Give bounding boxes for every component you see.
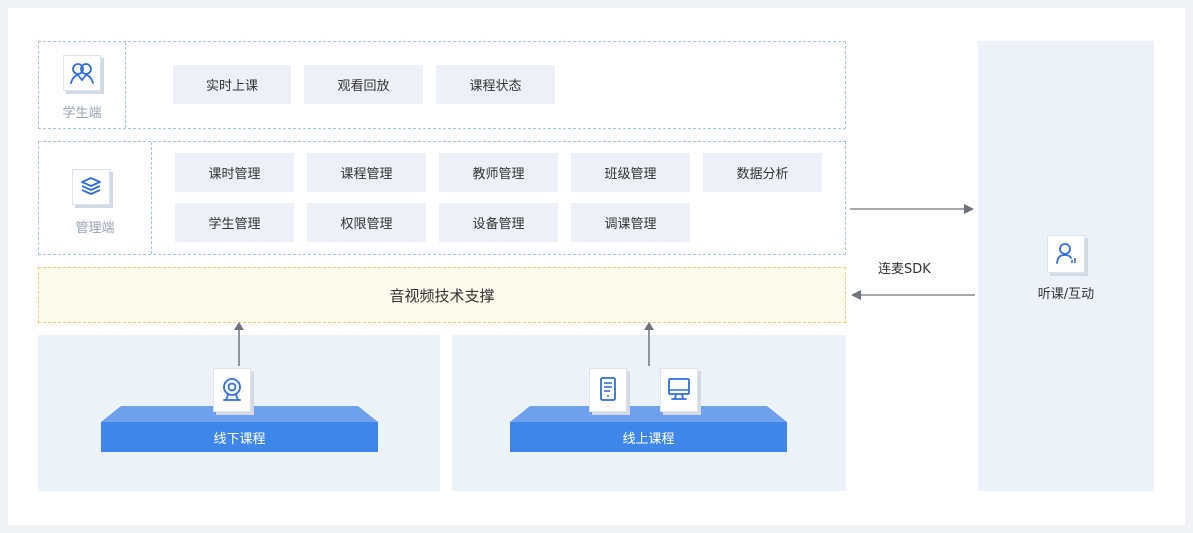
admin-feature-class-management[interactable]: 班级管理 [571, 153, 690, 192]
student-feature-watch-replay[interactable]: 观看回放 [304, 65, 423, 104]
online-up-arrow [644, 322, 654, 366]
listener-icon-card [1047, 235, 1085, 273]
offline-course-label: 线下课程 [101, 422, 378, 452]
student-icon-card [63, 55, 101, 91]
admin-section-label: 管理端 [75, 221, 115, 236]
admin-feature-permission-management[interactable]: 权限管理 [307, 203, 426, 242]
admin-feature-course-management[interactable]: 课程管理 [307, 153, 426, 192]
av-support-bar: 音视频技术支撑 [38, 267, 846, 323]
student-section [38, 41, 846, 129]
admin-section [38, 141, 846, 255]
student-section-divider [38, 42, 126, 128]
admin-section-divider [38, 142, 152, 254]
webcam-icon-card [213, 368, 251, 412]
monitor-icon [668, 378, 690, 400]
student-icon [70, 63, 94, 84]
admin-feature-class-hours[interactable]: 课时管理 [175, 153, 294, 192]
monitor-icon-card [660, 368, 698, 412]
offline-platform-top [101, 406, 378, 422]
tablet-icon-card [589, 368, 627, 412]
student-section-label: 学生端 [62, 106, 102, 121]
student-feature-course-status[interactable]: 课程状态 [436, 65, 555, 104]
admin-feature-device-management[interactable]: 设备管理 [439, 203, 558, 242]
tablet-icon [600, 377, 616, 401]
listener-label: 听课/互动 [1037, 287, 1095, 302]
admin-feature-student-management[interactable]: 学生管理 [175, 203, 294, 242]
arrow-to-listener [850, 204, 974, 214]
layers-icon [81, 177, 101, 195]
user-chart-icon [1056, 243, 1076, 264]
webcam-icon [223, 378, 241, 401]
connector-label: 连麦SDK [878, 262, 931, 277]
admin-feature-data-analysis[interactable]: 数据分析 [703, 153, 822, 192]
architecture-diagram: 学生端 实时上课 观看回放 课程状态 管理端 课时管理 课程管理 教师管理 班级… [8, 8, 1185, 525]
arrow-to-av-support [851, 290, 975, 300]
offline-up-arrow [234, 322, 244, 366]
admin-feature-teacher-management[interactable]: 教师管理 [439, 153, 558, 192]
student-feature-realtime-class[interactable]: 实时上课 [173, 65, 291, 104]
admin-feature-schedule-adjustment[interactable]: 调课管理 [571, 203, 690, 242]
admin-icon-card [72, 169, 110, 205]
online-course-label: 线上课程 [510, 422, 787, 452]
online-platform-top [510, 406, 787, 422]
